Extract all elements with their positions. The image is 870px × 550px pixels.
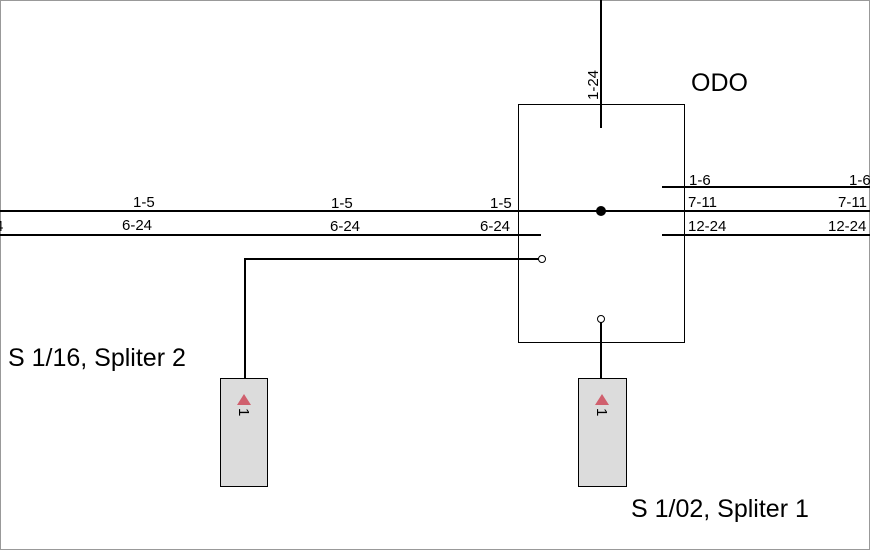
splitter-1-title: S 1/02, Spliter 1 — [631, 495, 809, 523]
splitter-2-title: S 1/16, Spliter 2 — [8, 344, 186, 372]
left-upper-label-2: 1-5 — [331, 195, 353, 212]
right-mid-label-2: 7-11 — [838, 194, 867, 211]
odo-box[interactable] — [518, 104, 685, 343]
splitter-2-port-marker-icon — [237, 394, 251, 405]
splitter-2-fiber[interactable] — [244, 258, 541, 392]
splice-point[interactable] — [596, 206, 606, 216]
splitter-1-port-marker-icon — [595, 394, 609, 405]
left-lower-label-3: 6-24 — [480, 218, 510, 235]
splitter-2-connector-port[interactable] — [538, 255, 546, 263]
left-upper-label-3: 1-5 — [490, 195, 512, 212]
right-top-label-2: 1-6 — [849, 172, 870, 189]
right-top-label-1: 1-6 — [689, 172, 711, 189]
left-lower-label-1: 6-24 — [122, 217, 152, 234]
splitter-2-port-label: 1 — [235, 408, 252, 416]
left-upper-label-1: 1-5 — [133, 194, 155, 211]
splitter-1-box[interactable] — [578, 378, 627, 487]
splitter-1-connector-port[interactable] — [597, 315, 605, 323]
right-bottom-label-1: 12-24 — [688, 218, 726, 235]
odo-title: ODO — [691, 69, 748, 97]
splitter-1-port-label: 1 — [593, 408, 610, 416]
left-lower-label-0: 4 — [0, 218, 3, 235]
input-cable-label: 1-24 — [585, 70, 602, 100]
left-lower-label-2: 6-24 — [330, 218, 360, 235]
right-mid-label-1: 7-11 — [688, 194, 717, 211]
right-bottom-label-2: 12-24 — [828, 218, 866, 235]
